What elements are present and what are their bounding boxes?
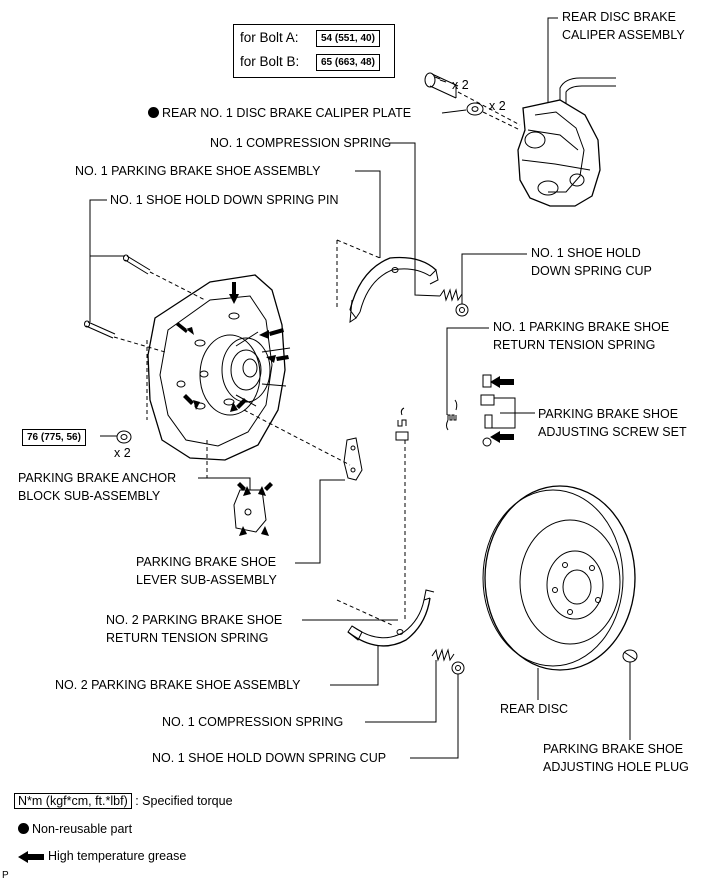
label-anchor-block-line2: BLOCK SUB-ASSEMBLY [18, 489, 161, 503]
label-caliper-assembly-line2: CALIPER ASSEMBLY [562, 28, 685, 42]
bolt-b-label: for Bolt B: [240, 54, 300, 69]
label-return-spring-1-line2: RETURN TENSION SPRING [493, 338, 656, 352]
legend-nonreusable-text: Non-reusable part [32, 822, 133, 836]
nut-torque: 76 (775, 56) [22, 429, 86, 446]
return-spring-1-drawing [446, 399, 458, 431]
bolt-a-row: for Bolt A: 54 (551, 40) [240, 30, 380, 47]
parking-shoe-2-drawing [347, 589, 435, 647]
label-compression-spring-bottom: NO. 1 COMPRESSION SPRING [162, 715, 344, 729]
return-spring-2-drawing [395, 407, 409, 441]
label-hold-down-cup-top-line1: NO. 1 SHOE HOLD [531, 246, 641, 260]
label-anchor-block-line1: PARKING BRAKE ANCHOR [18, 471, 177, 485]
bolt-a-torque: 54 (551, 40) [316, 30, 380, 47]
caliper-plate-drawing [466, 102, 484, 116]
label-compression-spring-top: NO. 1 COMPRESSION SPRING [210, 136, 392, 150]
footer-code: P [2, 870, 9, 881]
hub-nut-drawing [116, 430, 132, 444]
legend-grease-text: High temperature grease [48, 849, 187, 863]
bolt-a-label: for Bolt A: [240, 30, 299, 45]
nonreusable-legend-dot-icon [18, 823, 29, 834]
label-shoe-lever-line2: LEVER SUB-ASSEMBLY [136, 573, 277, 587]
bolt-b-torque: 65 (663, 48) [316, 54, 380, 71]
label-rear-disc: REAR DISC [500, 702, 569, 716]
label-return-spring-1-line1: NO. 1 PARKING BRAKE SHOE [493, 320, 670, 334]
rear-disc-drawing [482, 485, 636, 671]
bolt-b-row: for Bolt B: 65 (663, 48) [240, 54, 380, 71]
caliper-bolt-drawing [424, 72, 459, 99]
label-caliper-assembly-line1: REAR DISC BRAKE [562, 10, 676, 24]
legend-nonreusable: Non-reusable part [18, 822, 132, 837]
label-adjusting-screw-line1: PARKING BRAKE SHOE [538, 407, 679, 421]
grease-arrows [18, 282, 514, 863]
label-hold-down-cup-top-line2: DOWN SPRING CUP [531, 264, 652, 278]
label-hold-down-cup-bottom: NO. 1 SHOE HOLD DOWN SPRING CUP [152, 751, 387, 765]
label-adjusting-screw-line2: ADJUSTING SCREW SET [538, 425, 687, 439]
nut-multiplier: x 2 [114, 446, 131, 460]
parking-shoe-1-drawing [349, 256, 439, 323]
plate-multiplier: x 2 [489, 99, 506, 113]
label-hold-down-pin: NO. 1 SHOE HOLD DOWN SPRING PIN [110, 193, 339, 207]
label-shoe-lever-line1: PARKING BRAKE SHOE [136, 555, 277, 569]
legend-torque: N*m (kgf*cm, ft.*lbf) : Specified torque [14, 793, 233, 809]
bolt-torque-table: for Bolt A: 54 (551, 40) for Bolt B: 65 … [233, 24, 395, 78]
hold-down-cup-bottom-drawing [451, 661, 465, 675]
adjusting-screw-drawing [480, 374, 495, 447]
label-return-spring-2-line2: RETURN TENSION SPRING [106, 631, 269, 645]
compression-spring-top-drawing [439, 288, 463, 302]
label-hole-plug-line1: PARKING BRAKE SHOE [543, 742, 684, 756]
shoe-lever-drawing [343, 437, 363, 481]
nonreusable-dot-icon [148, 107, 159, 118]
legend-torque-text: : Specified torque [135, 794, 233, 808]
hold-down-cup-top-drawing [455, 303, 469, 317]
hold-down-pin-drawing [84, 254, 151, 339]
label-parking-shoe-2: NO. 2 PARKING BRAKE SHOE ASSEMBLY [55, 678, 301, 692]
label-caliper-plate-text: REAR NO. 1 DISC BRAKE CALIPER PLATE [162, 106, 412, 120]
label-caliper-plate: REAR NO. 1 DISC BRAKE CALIPER PLATE [148, 106, 411, 121]
label-return-spring-2-line1: NO. 2 PARKING BRAKE SHOE [106, 613, 283, 627]
anchor-block-drawing [233, 489, 267, 533]
hole-plug-drawing [622, 649, 638, 663]
compression-spring-bottom-drawing [431, 648, 455, 662]
label-hole-plug-line2: ADJUSTING HOLE PLUG [543, 760, 689, 774]
label-parking-shoe-1: NO. 1 PARKING BRAKE SHOE ASSEMBLY [75, 164, 321, 178]
legend-torque-box: N*m (kgf*cm, ft.*lbf) [14, 793, 132, 809]
bolt-multiplier: x 2 [452, 78, 469, 92]
backing-plate-drawing [147, 274, 291, 461]
caliper-assembly-drawing [517, 77, 616, 207]
